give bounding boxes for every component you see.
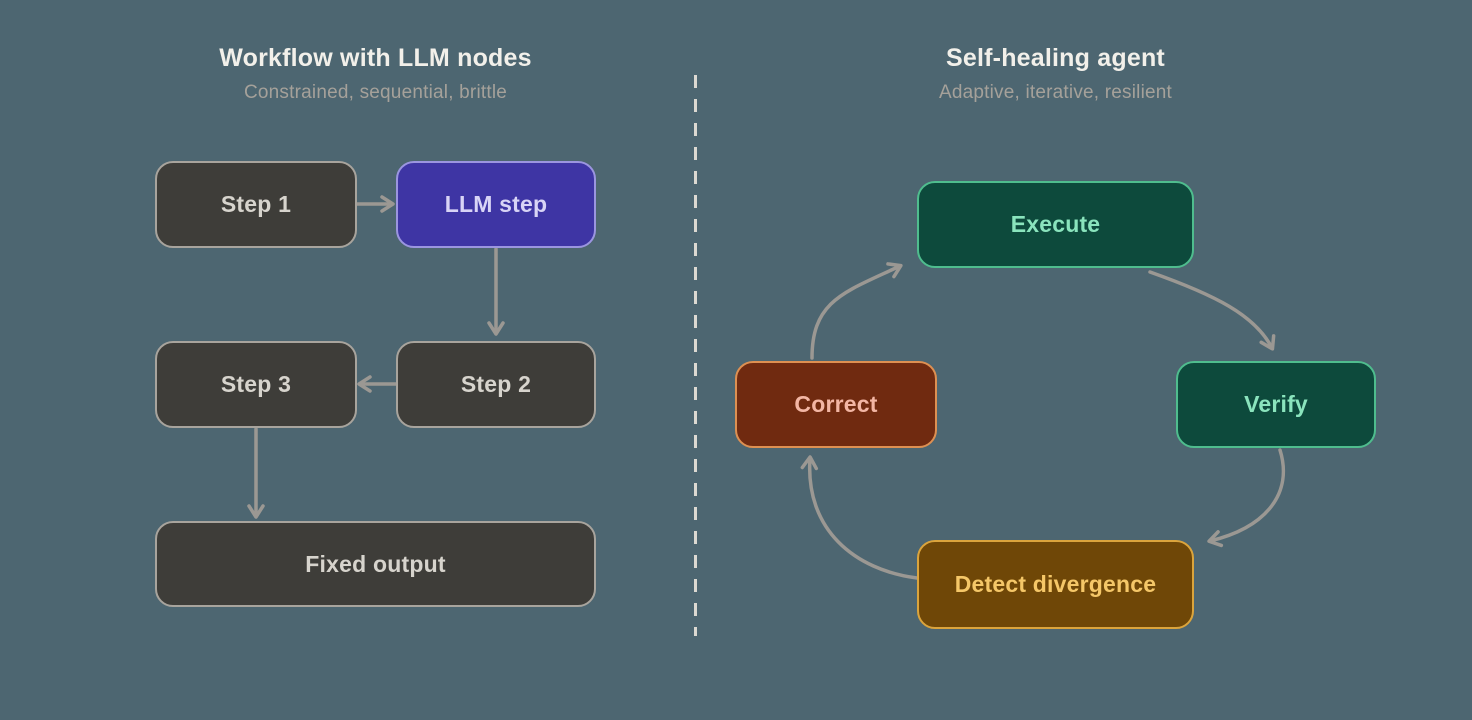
- node-llm-step: LLM step: [396, 161, 596, 248]
- node-fixed-output: Fixed output: [155, 521, 596, 607]
- right-panel-title: Self-healing agent: [946, 44, 1165, 72]
- node-step-3: Step 3: [155, 341, 357, 428]
- node-step-2: Step 2: [396, 341, 596, 428]
- node-verify: Verify: [1176, 361, 1376, 448]
- arrow-verify-to-detect-divergence: [1207, 448, 1286, 548]
- left-panel-header: Workflow with LLM nodes Constrained, seq…: [155, 44, 596, 104]
- arrow-correct-to-execute: [810, 262, 903, 360]
- right-panel-header: Self-healing agent Adaptive, iterative, …: [835, 44, 1276, 104]
- arrow-execute-to-verify: [1148, 270, 1276, 351]
- node-execute: Execute: [917, 181, 1194, 268]
- node-step-1: Step 1: [155, 161, 357, 248]
- node-detect-divergence: Detect divergence: [917, 540, 1194, 629]
- arrow-detect-divergence-to-correct: [800, 455, 919, 580]
- left-panel-subtitle: Constrained, sequential, brittle: [243, 82, 508, 103]
- right-panel-subtitle: Adaptive, iterative, resilient: [938, 82, 1173, 103]
- left-panel-title: Workflow with LLM nodes: [219, 44, 532, 72]
- node-correct: Correct: [735, 361, 937, 448]
